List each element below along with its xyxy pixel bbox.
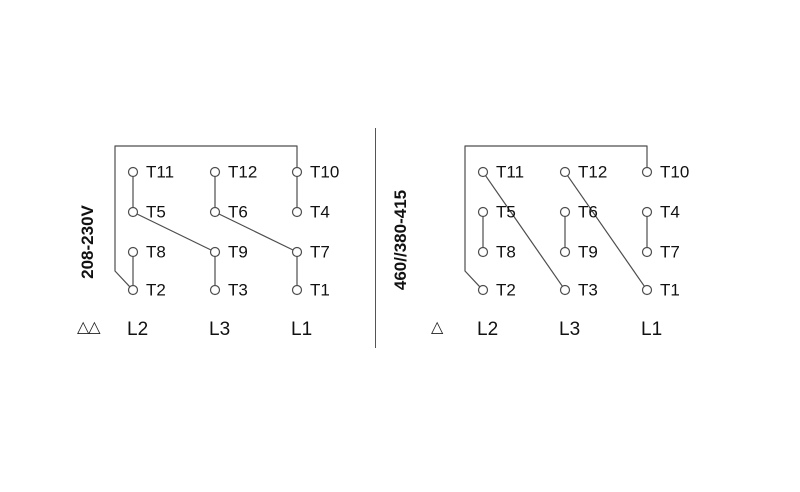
line-label-L1: L1 bbox=[641, 319, 663, 340]
link-T11-T3 bbox=[485, 175, 563, 287]
terminal-label-T12: T12 bbox=[228, 162, 258, 182]
terminal-circle bbox=[477, 166, 489, 178]
terminal-circle bbox=[641, 284, 653, 296]
terminal-label-T11: T11 bbox=[146, 162, 175, 182]
terminal-label-T6: T6 bbox=[578, 202, 598, 222]
terminal-circle bbox=[559, 206, 571, 218]
terminal-label-T8: T8 bbox=[496, 242, 516, 262]
terminal-label-T10: T10 bbox=[660, 162, 690, 182]
wiring-lines-low-voltage bbox=[114, 145, 298, 288]
link-T6-T7 bbox=[218, 213, 294, 251]
line-label-L2: L2 bbox=[127, 319, 149, 340]
terminal-circle bbox=[209, 166, 221, 178]
diagram-divider bbox=[375, 128, 376, 348]
terminal-circles-low-voltage bbox=[127, 166, 303, 296]
terminal-label-T10: T10 bbox=[310, 162, 340, 182]
link-T12-T1 bbox=[567, 175, 645, 287]
terminal-circle bbox=[127, 284, 139, 296]
terminal-label-T9: T9 bbox=[228, 242, 248, 262]
terminal-label-T4: T4 bbox=[310, 202, 330, 222]
terminal-label-T12: T12 bbox=[578, 162, 608, 182]
terminal-circle bbox=[559, 284, 571, 296]
outer-link-T10-T2 bbox=[464, 145, 648, 288]
terminal-circle bbox=[291, 246, 303, 258]
terminal-label-T3: T3 bbox=[578, 280, 598, 300]
terminal-label-T7: T7 bbox=[660, 242, 680, 262]
terminal-circle bbox=[127, 206, 139, 218]
terminal-circle bbox=[209, 284, 221, 296]
terminal-label-T7: T7 bbox=[310, 242, 330, 262]
terminal-label-T11: T11 bbox=[496, 162, 525, 182]
line-label-L2: L2 bbox=[477, 319, 499, 340]
terminal-circle bbox=[559, 166, 571, 178]
terminal-circle bbox=[127, 246, 139, 258]
terminal-label-T5: T5 bbox=[496, 202, 516, 222]
line-label-L3: L3 bbox=[209, 319, 231, 340]
terminal-circle bbox=[291, 206, 303, 218]
terminal-label-T8: T8 bbox=[146, 242, 166, 262]
terminal-label-T2: T2 bbox=[496, 280, 516, 300]
terminal-label-T1: T1 bbox=[660, 280, 680, 300]
terminal-circle bbox=[291, 284, 303, 296]
terminal-circle bbox=[127, 166, 139, 178]
terminal-circle bbox=[291, 166, 303, 178]
link-T5-T9 bbox=[136, 213, 212, 251]
terminal-circle bbox=[477, 246, 489, 258]
line-label-L1: L1 bbox=[291, 319, 313, 340]
terminal-circle bbox=[559, 246, 571, 258]
voltage-label-high: 460//380-415 bbox=[391, 189, 410, 291]
terminal-label-T5: T5 bbox=[146, 202, 166, 222]
terminal-circle bbox=[641, 166, 653, 178]
delta-icon: △ bbox=[431, 319, 443, 336]
terminal-label-T9: T9 bbox=[578, 242, 598, 262]
wiring-lines-high-voltage bbox=[464, 145, 648, 288]
terminal-label-T6: T6 bbox=[228, 202, 248, 222]
terminal-circle bbox=[641, 246, 653, 258]
double-delta-icon: △△ bbox=[77, 319, 101, 336]
terminal-circle bbox=[641, 206, 653, 218]
line-label-L3: L3 bbox=[559, 319, 581, 340]
terminal-label-T1: T1 bbox=[310, 280, 330, 300]
terminal-label-T3: T3 bbox=[228, 280, 248, 300]
terminal-circle bbox=[477, 206, 489, 218]
outer-link-T10-T2 bbox=[114, 145, 298, 288]
terminal-label-T2: T2 bbox=[146, 280, 166, 300]
terminal-circle bbox=[209, 246, 221, 258]
voltage-label-low: 208-230V bbox=[78, 205, 97, 279]
terminal-circle bbox=[209, 206, 221, 218]
terminal-label-T4: T4 bbox=[660, 202, 680, 222]
terminal-circles-high-voltage bbox=[477, 166, 653, 296]
terminal-circle bbox=[477, 284, 489, 296]
